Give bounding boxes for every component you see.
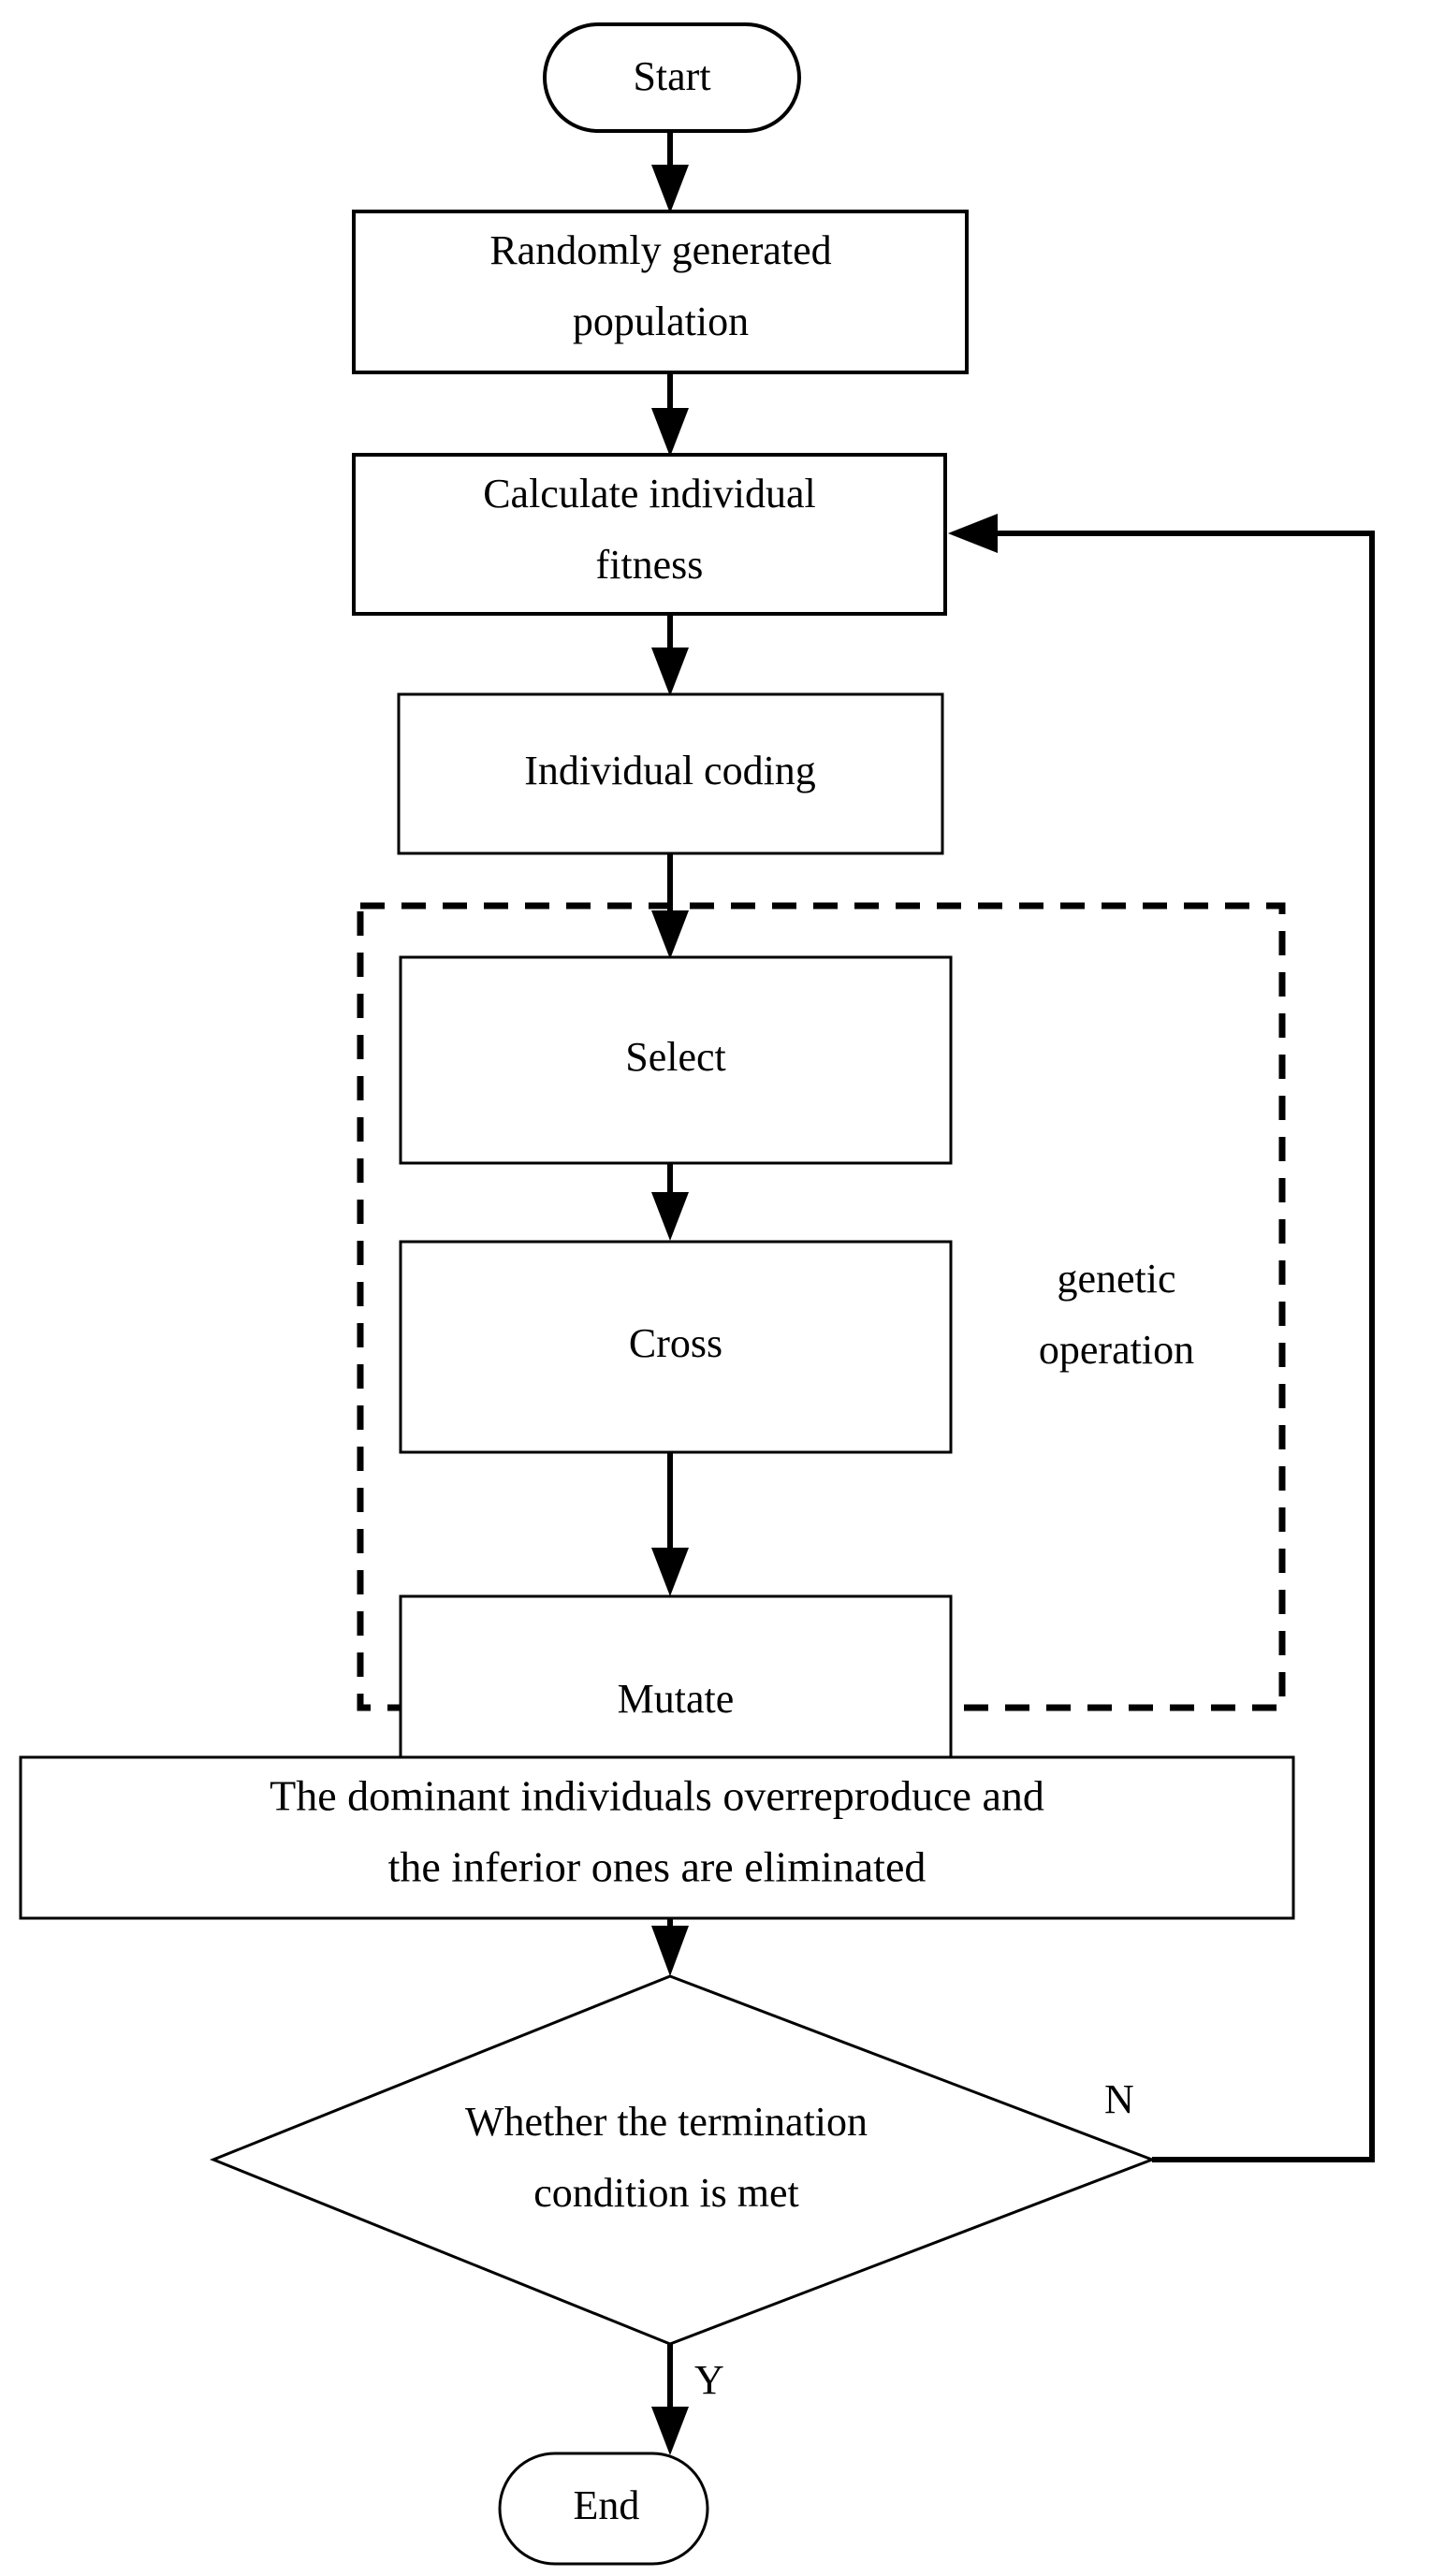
arrowhead-cross-to-mutate: [651, 1548, 689, 1596]
node-random-population-label-line1: Randomly generated: [489, 227, 831, 273]
node-overreproduce-label-line2: the inferior ones are eliminated: [388, 1843, 927, 1891]
node-start[interactable]: [543, 22, 801, 133]
arrowhead-yes-to-end: [651, 2407, 689, 2455]
node-start-label: Start: [633, 53, 710, 99]
node-end-label: End: [574, 2482, 640, 2528]
node-random-population[interactable]: [352, 210, 969, 374]
arrowhead-start-to-population: [651, 165, 689, 213]
arrowhead-coding-to-select: [651, 910, 689, 959]
node-termination-decision-label-line1: Whether the termination: [465, 2099, 868, 2145]
node-overreproduce-label-line1: The dominant individuals overreproduce a…: [270, 1772, 1044, 1820]
arrowhead-select-to-cross: [651, 1192, 689, 1241]
node-calculate-fitness[interactable]: [352, 453, 947, 616]
node-cross[interactable]: [399, 1240, 953, 1454]
arrowhead-overreproduce-to-decision: [651, 1926, 689, 1976]
arrowhead-feedback-into-fitness: [948, 514, 998, 553]
node-mutate-label: Mutate: [618, 1676, 735, 1722]
node-calculate-fitness-label-line2: fitness: [596, 542, 704, 588]
edge-label-no: N: [1104, 2076, 1134, 2122]
node-termination-decision-label-line2: condition is met: [533, 2170, 799, 2216]
edge-label-yes: Y: [694, 2357, 724, 2403]
genetic-operation-label-line2: operation: [1039, 1327, 1194, 1373]
genetic-operation-label-line1: genetic: [1057, 1256, 1175, 1302]
arrowhead-fitness-to-coding: [651, 648, 689, 696]
node-individual-coding[interactable]: [397, 692, 944, 855]
node-select[interactable]: [399, 955, 953, 1165]
node-cross-label: Cross: [629, 1320, 722, 1366]
node-select-label: Select: [625, 1034, 726, 1080]
node-end[interactable]: [498, 2452, 709, 2566]
node-random-population-label-line2: population: [573, 298, 749, 344]
node-calculate-fitness-label-line1: Calculate individual: [483, 471, 816, 517]
node-termination-decision[interactable]: [209, 1974, 1157, 2346]
node-overreproduce[interactable]: [19, 1755, 1295, 1920]
connector-no-feedback-loop: [990, 531, 1375, 2162]
node-individual-coding-label: Individual coding: [524, 748, 816, 793]
arrowhead-population-to-fitness: [651, 408, 689, 457]
